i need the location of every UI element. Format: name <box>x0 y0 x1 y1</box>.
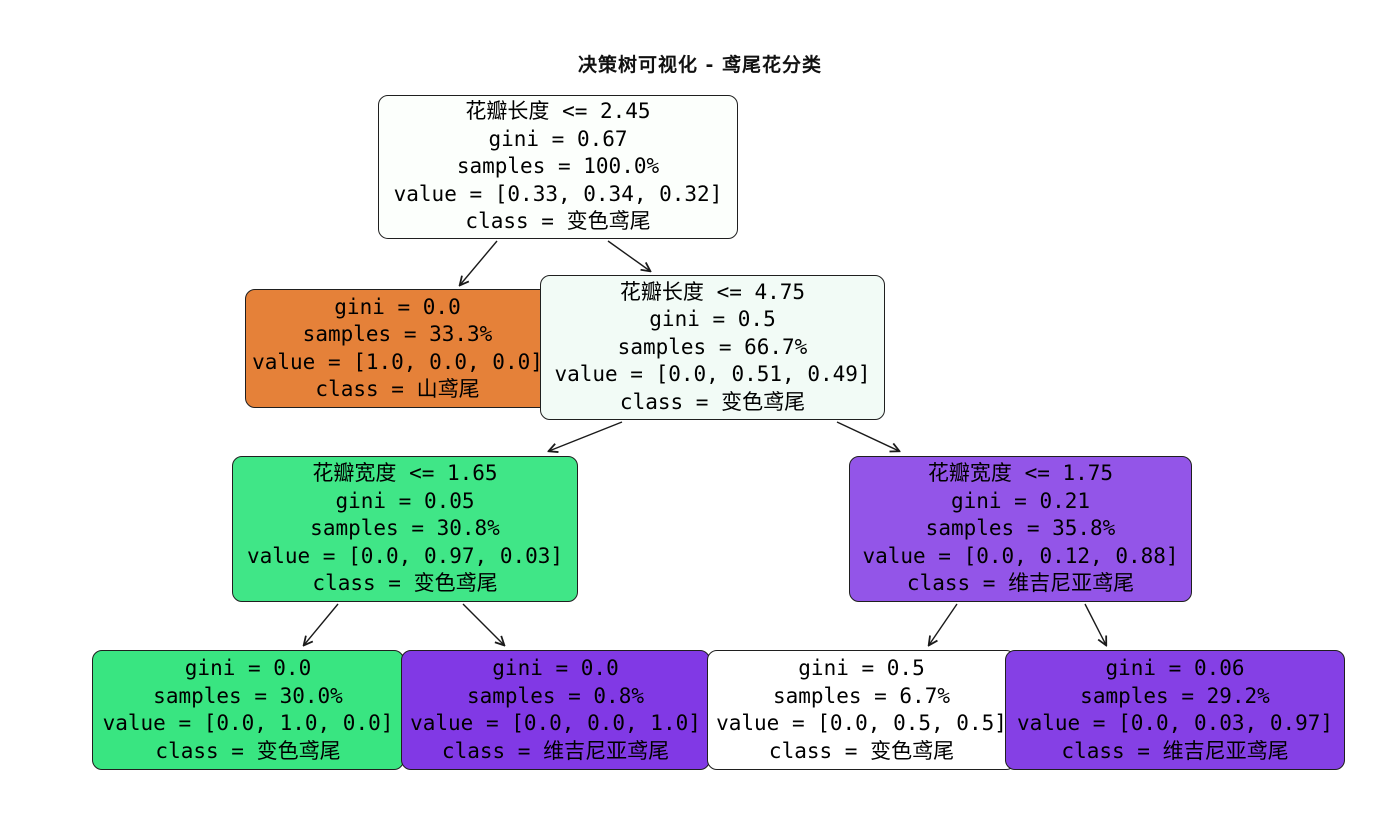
node-class: class = 变色鸢尾 <box>155 738 341 763</box>
node-value: value = [0.0, 1.0, 0.0] <box>102 711 394 735</box>
edge-purple3-right <box>1084 603 1106 645</box>
node-samples: samples = 66.7% <box>617 334 808 359</box>
edge-green3-left <box>304 603 339 645</box>
tree-node-virginica-small-leaf: gini = 0.0 samples = 0.8% value = [0.0, … <box>401 650 710 770</box>
node-class: class = 维吉尼亚鸢尾 <box>441 738 670 763</box>
node-class: class = 变色鸢尾 <box>768 738 955 763</box>
node-gini: gini = 0.05 <box>335 488 475 513</box>
node-value: value = [0.0, 0.5, 0.5] <box>716 711 1007 735</box>
node-value: value = [0.0, 0.12, 0.88] <box>862 543 1179 568</box>
node-class: class = 山鸢尾 <box>315 377 480 401</box>
node-value: value = [0.0, 0.51, 0.49] <box>554 362 871 387</box>
node-gini: gini = 0.06 <box>1105 656 1245 680</box>
node-class: class = 维吉尼亚鸢尾 <box>906 571 1135 596</box>
tree-node-setosa-leaf: gini = 0.0 samples = 33.3% value = [1.0,… <box>245 289 550 408</box>
node-samples: samples = 30.0% <box>153 683 343 708</box>
node-samples: samples = 6.7% <box>772 683 950 708</box>
tree-node-versicolor-leaf: gini = 0.0 samples = 30.0% value = [0.0,… <box>92 650 404 770</box>
node-gini: gini = 0.0 <box>334 294 461 319</box>
node-gini: gini = 0.5 <box>798 656 925 680</box>
node-value: value = [1.0, 0.0, 0.0] <box>252 349 543 374</box>
node-condition: 花瓣宽度 <= 1.65 <box>312 461 498 486</box>
node-condition: 花瓣宽度 <= 1.75 <box>927 461 1114 486</box>
node-class: class = 变色鸢尾 <box>465 209 651 234</box>
node-condition: 花瓣长度 <= 4.75 <box>619 279 806 304</box>
tree-node-virginica-leaf: gini = 0.06 samples = 29.2% value = [0.0… <box>1005 650 1345 770</box>
node-samples: samples = 0.8% <box>466 683 644 708</box>
edge-purple3-left <box>929 603 958 645</box>
node-gini: gini = 0.0 <box>492 656 619 680</box>
node-samples: samples = 33.3% <box>302 322 493 346</box>
node-class: class = 变色鸢尾 <box>312 571 498 596</box>
node-class: class = 变色鸢尾 <box>619 389 806 414</box>
tree-node-petal-width-1-75: 花瓣宽度 <= 1.75 gini = 0.21 samples = 35.8%… <box>849 456 1192 602</box>
tree-node-mixed-leaf: gini = 0.5 samples = 6.7% value = [0.0, … <box>707 650 1016 770</box>
node-gini: gini = 0.0 <box>184 656 312 680</box>
edge-root-left <box>460 240 498 285</box>
node-condition: 花瓣长度 <= 2.45 <box>465 99 651 124</box>
node-value: value = [0.33, 0.34, 0.32] <box>393 181 723 206</box>
node-value: value = [0.0, 0.0, 1.0] <box>410 711 701 735</box>
node-samples: samples = 29.2% <box>1080 683 1270 708</box>
node-value: value = [0.0, 0.03, 0.97] <box>1016 711 1334 735</box>
node-gini: gini = 0.5 <box>649 307 776 332</box>
edge-root-right <box>607 240 650 271</box>
node-gini: gini = 0.67 <box>488 126 628 151</box>
node-gini: gini = 0.21 <box>950 488 1091 513</box>
edge-l2-left <box>549 421 623 451</box>
node-samples: samples = 30.8% <box>310 516 500 541</box>
tree-node-petal-width-1-65: 花瓣宽度 <= 1.65 gini = 0.05 samples = 30.8%… <box>232 456 578 602</box>
edge-green3-right <box>462 603 504 645</box>
node-class: class = 维吉尼亚鸢尾 <box>1061 738 1289 763</box>
tree-node-petal-length-4-75: 花瓣长度 <= 4.75 gini = 0.5 samples = 66.7% … <box>540 275 885 420</box>
edge-l2-right <box>836 421 899 451</box>
tree-node-root: 花瓣长度 <= 2.45 gini = 0.67 samples = 100.0… <box>378 95 738 239</box>
node-value: value = [0.0, 0.97, 0.03] <box>246 543 564 568</box>
figure-title: 决策树可视化 - 鸢尾花分类 <box>577 54 823 76</box>
node-samples: samples = 35.8% <box>925 516 1116 541</box>
node-samples: samples = 100.0% <box>456 154 660 179</box>
